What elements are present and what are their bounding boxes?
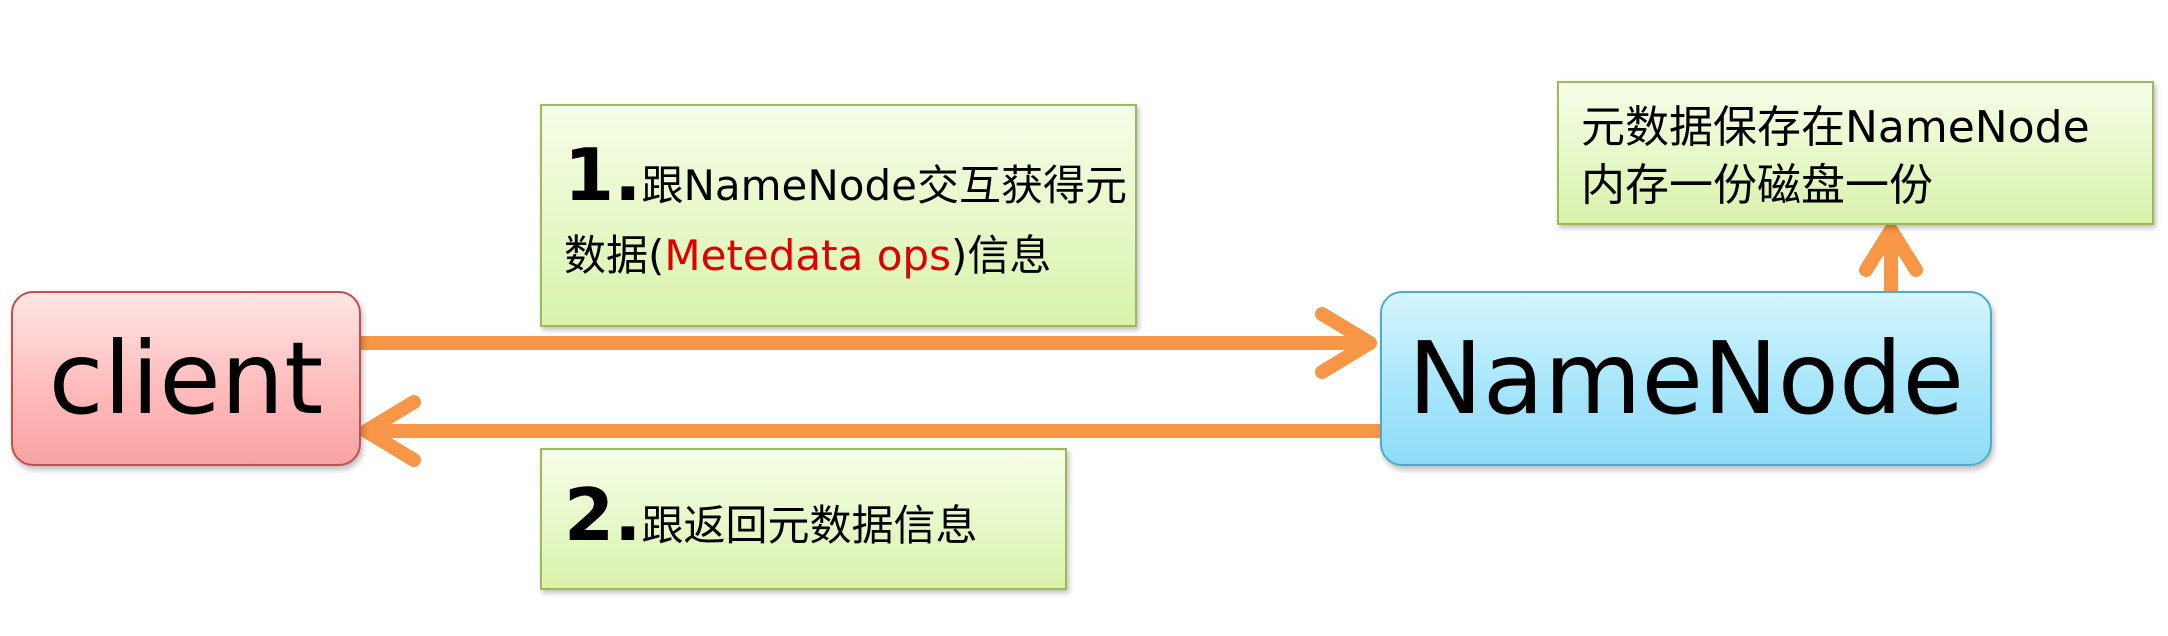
metadata-ops-highlight: Metedata ops: [664, 231, 951, 280]
client-node: client: [11, 291, 361, 466]
request-note-line2: 数据(Metedata ops)信息: [564, 221, 1113, 291]
request-note-text2-after: )信息: [950, 231, 1052, 280]
request-note-text2-before: 数据(: [564, 231, 665, 280]
response-arrow: [359, 395, 1380, 467]
namenode-label: NameNode: [1407, 320, 1964, 437]
request-note-text1: 跟NameNode交互获得元: [641, 161, 1127, 210]
response-note-line: 2.跟返回元数据信息: [564, 479, 1043, 561]
response-note: 2.跟返回元数据信息: [540, 448, 1067, 590]
client-label: client: [48, 320, 324, 437]
request-arrow: [361, 307, 1377, 379]
namenode-node: NameNode: [1380, 291, 1992, 466]
request-step-number: 1.: [564, 133, 642, 217]
storage-note: 元数据保存在NameNode 内存一份磁盘一份: [1557, 81, 2154, 225]
storage-note-line1: 元数据保存在NameNode: [1581, 102, 2090, 153]
storage-arrow: [1859, 223, 1923, 302]
storage-note-line2: 内存一份磁盘一份: [1581, 160, 1933, 211]
request-note: 1.跟NameNode交互获得元 数据(Metedata ops)信息: [540, 104, 1137, 327]
request-note-line1: 1.跟NameNode交互获得元: [564, 139, 1127, 221]
response-note-text: 跟返回元数据信息: [641, 501, 978, 550]
response-step-number: 2.: [564, 473, 642, 557]
